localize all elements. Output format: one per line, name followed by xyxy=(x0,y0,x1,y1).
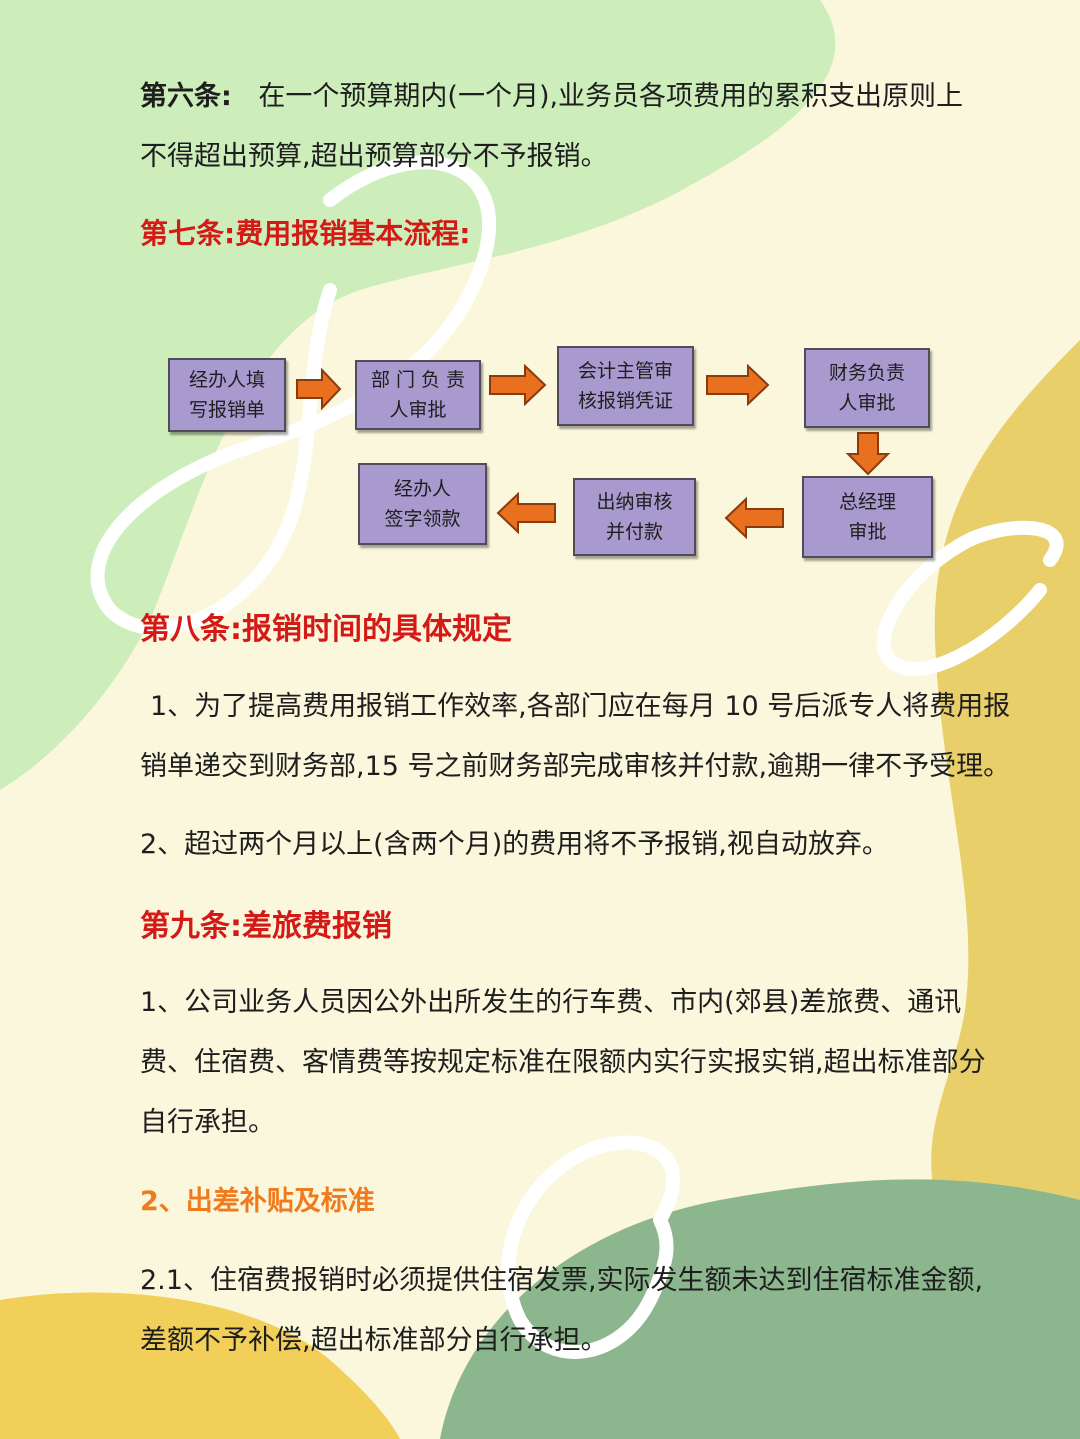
article9-p1-line2: 费、住宿费、客情费等按规定标准在限额内实行实报实销,超出标准部分 xyxy=(140,1047,986,1078)
article9-p2-line1: 2.1、住宿费报销时必须提供住宿发票,实际发生额未达到住宿标准金额, xyxy=(140,1265,984,1296)
flow-step-2: 部 门 负 责 人审批 xyxy=(355,360,481,430)
right-arrow-icon xyxy=(706,364,770,406)
article9-p1-line1: 1、公司业务人员因公外出所发生的行车费、市内(郊县)差旅费、通讯 xyxy=(140,987,962,1018)
flow-step-7-label: 经办人 签字领款 xyxy=(384,478,461,530)
article9-p2-line2: 差额不予补偿,超出标准部分自行承担。 xyxy=(140,1325,608,1356)
flow-step-7: 经办人 签字领款 xyxy=(358,463,487,545)
right-arrow-icon xyxy=(489,364,547,406)
article8-p2: 2、超过两个月以上(含两个月)的费用将不予报销,视自动放弃。 xyxy=(140,829,889,860)
article9-p1-line3: 自行承担。 xyxy=(140,1107,275,1138)
yellow-blob-right xyxy=(931,340,1080,1380)
flow-step-4: 财务负责 人审批 xyxy=(804,348,930,428)
article6-line1: 第六条: 在一个预算期内(一个月),业务员各项费用的累积支出原则上 xyxy=(140,74,963,113)
article8-heading-rest: :报销时间的具体规定 xyxy=(230,612,512,647)
green-blob-top xyxy=(0,0,836,790)
white-loop-bottom xyxy=(501,1135,680,1359)
yellow-blob-bottom-left xyxy=(0,1292,400,1439)
article6-text-1: 在一个预算期内(一个月),业务员各项费用的累积支出原则上 xyxy=(258,81,964,112)
right-arrow-icon xyxy=(296,368,342,410)
article8-heading: 第八条:报销时间的具体规定 xyxy=(140,604,512,648)
flow-step-1: 经办人填 写报销单 xyxy=(168,358,286,432)
flow-step-5-label: 总经理 审批 xyxy=(838,491,896,543)
article7-heading: 第七条:费用报销基本流程: xyxy=(140,217,471,250)
flow-step-4-label: 财务负责 人审批 xyxy=(828,362,905,414)
article6-label: 第六条: xyxy=(140,81,232,112)
article9-sub-heading: 2、出差补贴及标准 xyxy=(140,1186,375,1217)
flow-step-1-label: 经办人填 写报销单 xyxy=(188,369,265,421)
flow-step-6: 出纳审核 并付款 xyxy=(573,478,696,556)
flow-step-6-label: 出纳审核 并付款 xyxy=(596,491,673,543)
flow-step-3-label: 会计主管审 核报销凭证 xyxy=(577,360,673,412)
white-loop-right xyxy=(876,520,1064,677)
white-loop-left xyxy=(90,155,497,636)
flow-step-3: 会计主管审 核报销凭证 xyxy=(557,346,694,426)
article8-heading-label: 第八条 xyxy=(140,612,230,647)
article9-heading: 第九条:差旅费报销 xyxy=(140,909,392,944)
article6-line2: 不得超出预算,超出预算部分不予报销。 xyxy=(140,141,608,172)
article8-p1-line1: 1、为了提高费用报销工作效率,各部门应在每月 10 号后派专人将费用报 xyxy=(150,691,1011,722)
article8-p1-line2: 销单递交到财务部,15 号之前财务部完成审核并付款,逾期一律不予受理。 xyxy=(140,751,1011,782)
down-arrow-icon xyxy=(846,432,890,476)
left-arrow-icon xyxy=(496,492,556,534)
dark-green-blob-bottom xyxy=(440,1179,1080,1439)
flow-step-5: 总经理 审批 xyxy=(802,476,933,558)
flow-step-2-label: 部 门 负 责 人审批 xyxy=(370,369,466,421)
left-arrow-icon xyxy=(724,497,784,539)
